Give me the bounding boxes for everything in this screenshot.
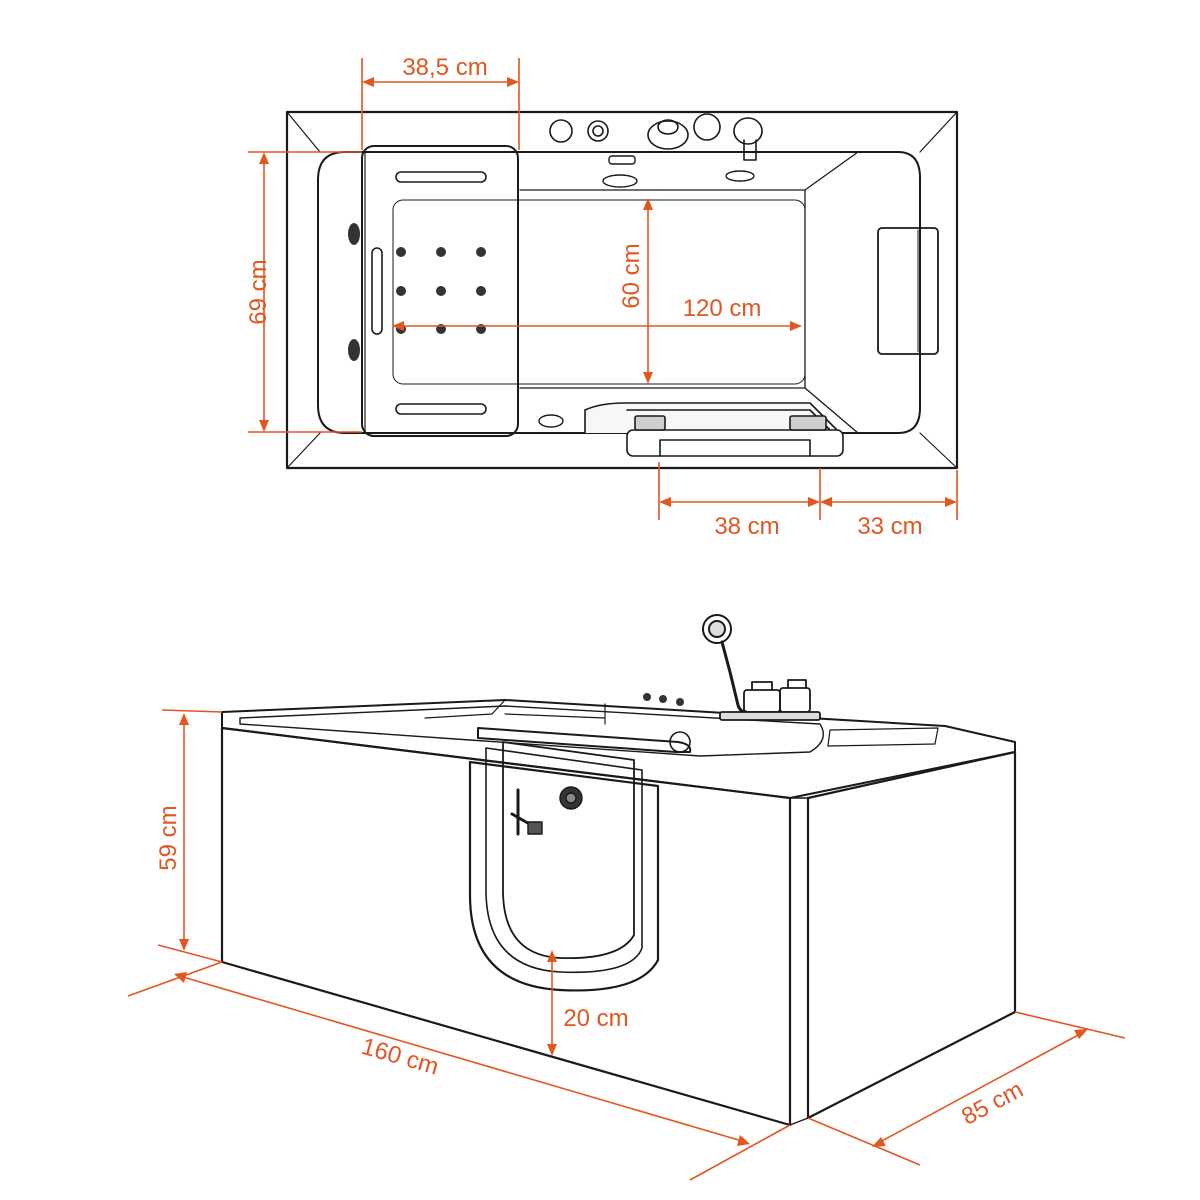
perspective-view: 59 cm 20 cm 160 cm 85 cm: [127, 614, 1126, 1181]
dim-inner-width: 60 cm: [618, 198, 653, 384]
basin-left-end: [317, 151, 366, 434]
wall-jets: [348, 223, 360, 361]
door-frame: [468, 760, 660, 992]
headrest: [877, 227, 939, 355]
door-mechanism: [584, 402, 844, 457]
tub-basin-edge: [239, 705, 824, 757]
dim-door: 38 cm 33 cm: [658, 462, 958, 540]
rim-buttons: [643, 693, 684, 706]
dim-depth: 85 cm: [807, 1011, 1126, 1166]
seat: [361, 145, 519, 437]
dim-width-label: 69 cm: [245, 259, 272, 324]
dim-height: 59 cm: [155, 709, 223, 963]
basin-floor-inner: [392, 199, 806, 385]
dim-seat-width: 38,5 cm: [361, 54, 520, 150]
dim-depth-label: 85 cm: [957, 1076, 1027, 1131]
tub-rim-outline: [285, 110, 959, 470]
top-view: 38,5 cm 69 cm 60 cm 120 cm: [245, 54, 959, 540]
rim-corner-lines: [286, 111, 958, 469]
dim-inner-width-label: 60 cm: [618, 243, 645, 308]
seat-grip-bottom: [395, 403, 487, 415]
handrail-knob: [669, 731, 691, 753]
door-frame-inner: [485, 747, 643, 974]
tub-side-panel: [806, 750, 1017, 1120]
seat-grip-top: [395, 171, 487, 183]
dim-width: 69 cm: [245, 151, 362, 433]
dim-length: 160 cm: [127, 961, 791, 1181]
dim-step-height: 20 cm: [547, 950, 629, 1056]
tub-front-panel: [220, 726, 792, 1127]
dim-step-height-label: 20 cm: [563, 1005, 628, 1032]
dim-inner-length-label: 120 cm: [683, 295, 762, 322]
door-glass: [502, 741, 635, 960]
dim-seat-width-label: 38,5 cm: [402, 54, 487, 81]
rim-detail: [424, 699, 939, 747]
dim-door-offset-label: 33 cm: [857, 513, 922, 540]
basin-floor: [519, 151, 859, 434]
faucet: [719, 679, 821, 721]
seat-jets: [396, 247, 486, 334]
shower-head: [702, 614, 748, 714]
dim-inner-length: 120 cm: [392, 295, 802, 331]
basin-fittings: [538, 155, 755, 428]
dim-height-label: 59 cm: [155, 805, 182, 870]
dim-door-width-label: 38 cm: [714, 513, 779, 540]
door-interior-fittings: [510, 786, 583, 836]
tub-top-rim: [221, 699, 1016, 799]
rim-fittings: [549, 113, 763, 161]
seat-side-jet: [371, 247, 383, 335]
panel-gap: [789, 797, 809, 1126]
